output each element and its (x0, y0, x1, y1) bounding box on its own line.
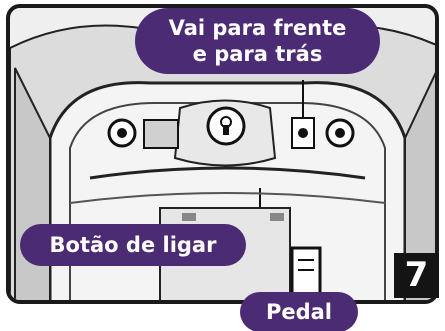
power-button-callout: Botão de ligar (20, 224, 246, 266)
pedal-icon (290, 246, 322, 300)
forward-backward-label-line2: e para trás (192, 42, 323, 66)
right-panel (404, 72, 435, 300)
forward-backward-label-line1: Vai para frente (168, 16, 347, 40)
pedal-callout: Pedal (240, 292, 358, 331)
dash-crossbar (89, 166, 366, 180)
forward-backward-callout: Vai para frente e para trás (135, 8, 380, 74)
left-switch-housing (143, 119, 179, 149)
step-number-badge: 7 (394, 253, 439, 298)
